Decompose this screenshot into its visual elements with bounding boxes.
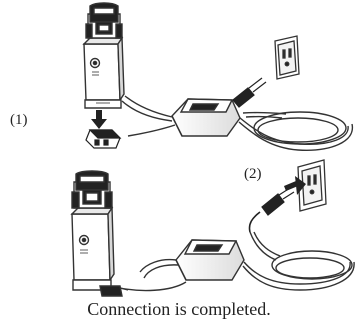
step-1-label: (1) [10, 112, 28, 128]
ac-adapter-icon [175, 239, 245, 281]
dc-plug-icon [85, 129, 122, 149]
arrow-icon-step2 [284, 176, 306, 195]
step-1-illustration [82, 2, 353, 151]
wall-outlet-icon [297, 159, 327, 212]
completion-caption: Connection is completed. [87, 299, 271, 319]
adapter-cable [242, 261, 355, 291]
dc-cable [121, 95, 176, 137]
ac-adapter-icon [171, 98, 241, 137]
nebulizer-unit-icon [70, 170, 129, 297]
wall-outlet-icon [274, 35, 300, 80]
power-cord-coil [249, 231, 353, 280]
nebulizer-unit-icon [82, 2, 125, 109]
step-2-illustration [70, 159, 355, 297]
dc-cable [119, 258, 187, 292]
adapter-cable [238, 117, 353, 151]
step-2-label: (2) [244, 166, 262, 182]
arrow-icon-step1 [91, 110, 107, 129]
power-plug-icon [248, 187, 295, 233]
power-cord-coil [242, 111, 347, 145]
